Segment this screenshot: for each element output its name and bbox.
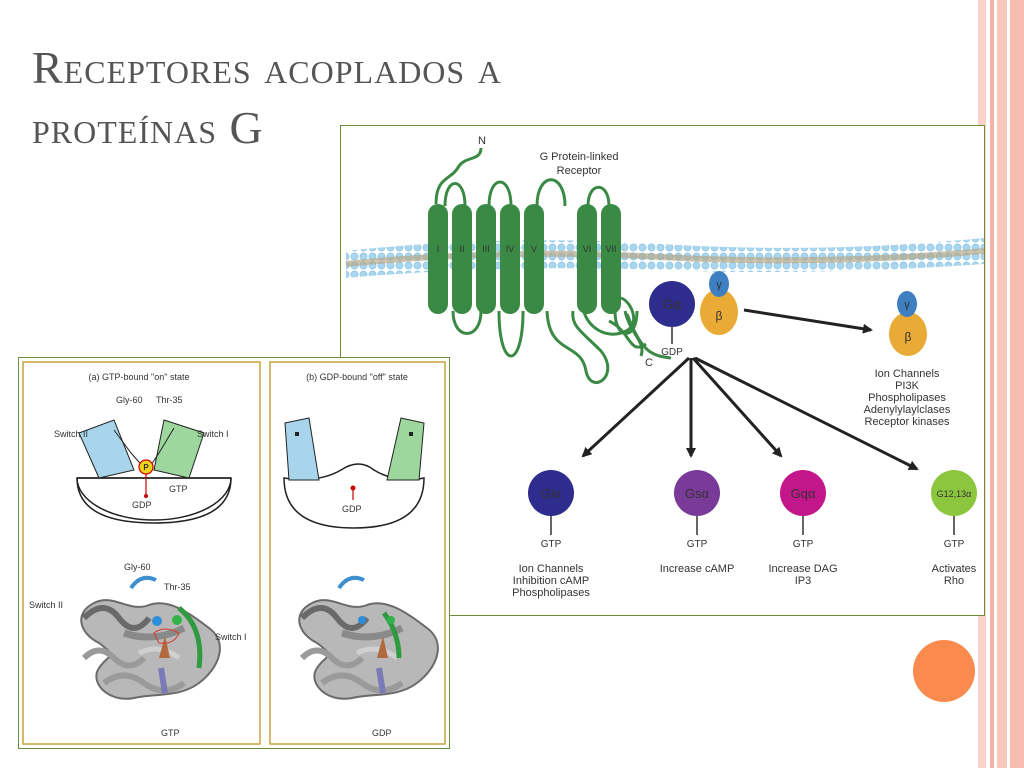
gi-effect-1: Ion Channels: [519, 563, 584, 575]
c-terminus-label: C: [645, 357, 653, 369]
decorative-orange-circle: [913, 640, 975, 702]
dimer-gamma-label: γ: [904, 299, 910, 311]
beta-gamma-dimer: γ β Ion Channels PI3K Phospholipases Ade…: [864, 291, 951, 428]
gq-gtp-label: GTP: [793, 539, 814, 550]
transmembrane-helices: I II III IV V VI VII: [428, 204, 621, 314]
slide-title-line-2: proteínas G: [32, 102, 264, 153]
decorative-stripe: [997, 0, 1007, 768]
gi-effect-3: Phospholipases: [512, 587, 590, 599]
helix-VII: VII: [601, 204, 621, 314]
off-ribbon-structure: [299, 600, 438, 699]
decorative-stripe: [1010, 0, 1024, 768]
receptor-label-line-2: Receptor: [557, 165, 602, 177]
g12-13-gtp-label: GTP: [944, 539, 965, 550]
alpha-subunit-gi: Giα GTP Ion Channels Inhibition cAMP Pho…: [512, 470, 590, 599]
helix-III: III: [476, 204, 496, 314]
on-gtp-label: GTP: [169, 484, 188, 494]
helix-label-IV: IV: [506, 244, 515, 254]
g12-13-alpha-label: G12,13α: [937, 489, 972, 499]
helix-V: V: [524, 204, 544, 314]
slide-title: Receptores acoplados a proteínas G: [32, 38, 502, 158]
effector-3: Phospholipases: [868, 392, 946, 404]
helix-IV: IV: [500, 204, 520, 314]
helix-label-VII: VII: [605, 244, 616, 254]
gq-effect-1: Increase DAG: [768, 563, 837, 575]
helix-label-V: V: [531, 244, 537, 254]
gs-alpha-label: Gsα: [685, 486, 710, 501]
dimer-beta-label: β: [905, 330, 912, 344]
ribbon-gtp-label: GTP: [161, 728, 180, 738]
switch-diagram-svg: (a) GTP-bound "on" state P Gly-60 Thr-35…: [22, 361, 446, 745]
on-switch2-label: Switch II: [54, 429, 88, 439]
alpha-subunit-g12-13: G12,13α GTP Activates Rho: [931, 470, 977, 587]
gs-effect-1: Increase cAMP: [660, 563, 735, 575]
g-alpha-label: Gα: [663, 296, 682, 312]
helix-label-II: II: [459, 244, 464, 254]
helix-label-VI: VI: [583, 244, 592, 254]
gpcr-diagram-svg: I II III IV V VI VII N G Protein-linked …: [345, 135, 984, 599]
panel-off-state: (b) GDP-bound "off" state GDP GDP: [269, 361, 446, 745]
effector-4: Adenylylaylclases: [864, 404, 951, 416]
n-terminus-label: N: [478, 135, 486, 147]
ribbon-switch2-label: Switch II: [29, 600, 63, 610]
helix-label-I: I: [437, 244, 440, 254]
beta-label: β: [716, 309, 723, 323]
g-protein-heterotrimer: Gα γ β GDP: [649, 271, 738, 358]
effector-5: Receptor kinases: [865, 416, 950, 428]
gi-effect-2: Inhibition cAMP: [513, 575, 589, 587]
gdp-label: GDP: [661, 347, 683, 358]
gamma-label: γ: [716, 279, 722, 291]
gpcr-signaling-diagram: I II III IV V VI VII N G Protein-linked …: [340, 125, 985, 616]
receptor-loops: [434, 147, 672, 384]
slide-title-line-1: Receptores acoplados a: [32, 42, 502, 93]
helix-VI: VI: [577, 204, 597, 314]
off-state-title: (b) GDP-bound "off" state: [306, 372, 408, 382]
alpha-subunit-gq: Gqα GTP Increase DAG IP3: [768, 470, 838, 587]
helix-label-III: III: [482, 244, 490, 254]
phosphate-label: P: [143, 463, 149, 472]
helix-II: II: [452, 204, 472, 314]
decorative-stripe: [990, 0, 994, 768]
on-thr35-label: Thr-35: [156, 395, 183, 405]
helix-I: I: [428, 204, 448, 314]
ribbon-thr35-label: Thr-35: [164, 582, 191, 592]
gq-alpha-label: Gqα: [791, 486, 816, 501]
g12-13-effect-1: Activates: [932, 563, 977, 575]
on-switch1-label: Switch I: [197, 429, 229, 439]
alpha-subunit-gs: Gsα GTP Increase cAMP: [660, 470, 735, 575]
g12-13-effect-2: Rho: [944, 575, 964, 587]
ribbon-gly60-label: Gly-60: [124, 562, 151, 572]
ribbon-switch1-label: Switch I: [215, 632, 247, 642]
off-gdp-label: GDP: [342, 504, 362, 514]
receptor-label-line-1: G Protein-linked: [540, 151, 619, 163]
gtpase-switch-diagram: (a) GTP-bound "on" state P Gly-60 Thr-35…: [18, 357, 450, 749]
gi-gtp-label: GTP: [541, 539, 562, 550]
gi-alpha-label: Giα: [541, 486, 562, 501]
off-ribbon-gdp-label: GDP: [372, 728, 392, 738]
effector-1: Ion Channels: [875, 368, 940, 380]
panel-on-state: (a) GTP-bound "on" state P Gly-60 Thr-35…: [22, 361, 261, 745]
signaling-arrows: [581, 308, 919, 471]
on-gly60-label: Gly-60: [116, 395, 143, 405]
on-state-title: (a) GTP-bound "on" state: [89, 372, 190, 382]
effector-2: PI3K: [895, 380, 920, 392]
gs-gtp-label: GTP: [687, 539, 708, 550]
gq-effect-2: IP3: [795, 575, 812, 587]
on-gdp-label: GDP: [132, 500, 152, 510]
